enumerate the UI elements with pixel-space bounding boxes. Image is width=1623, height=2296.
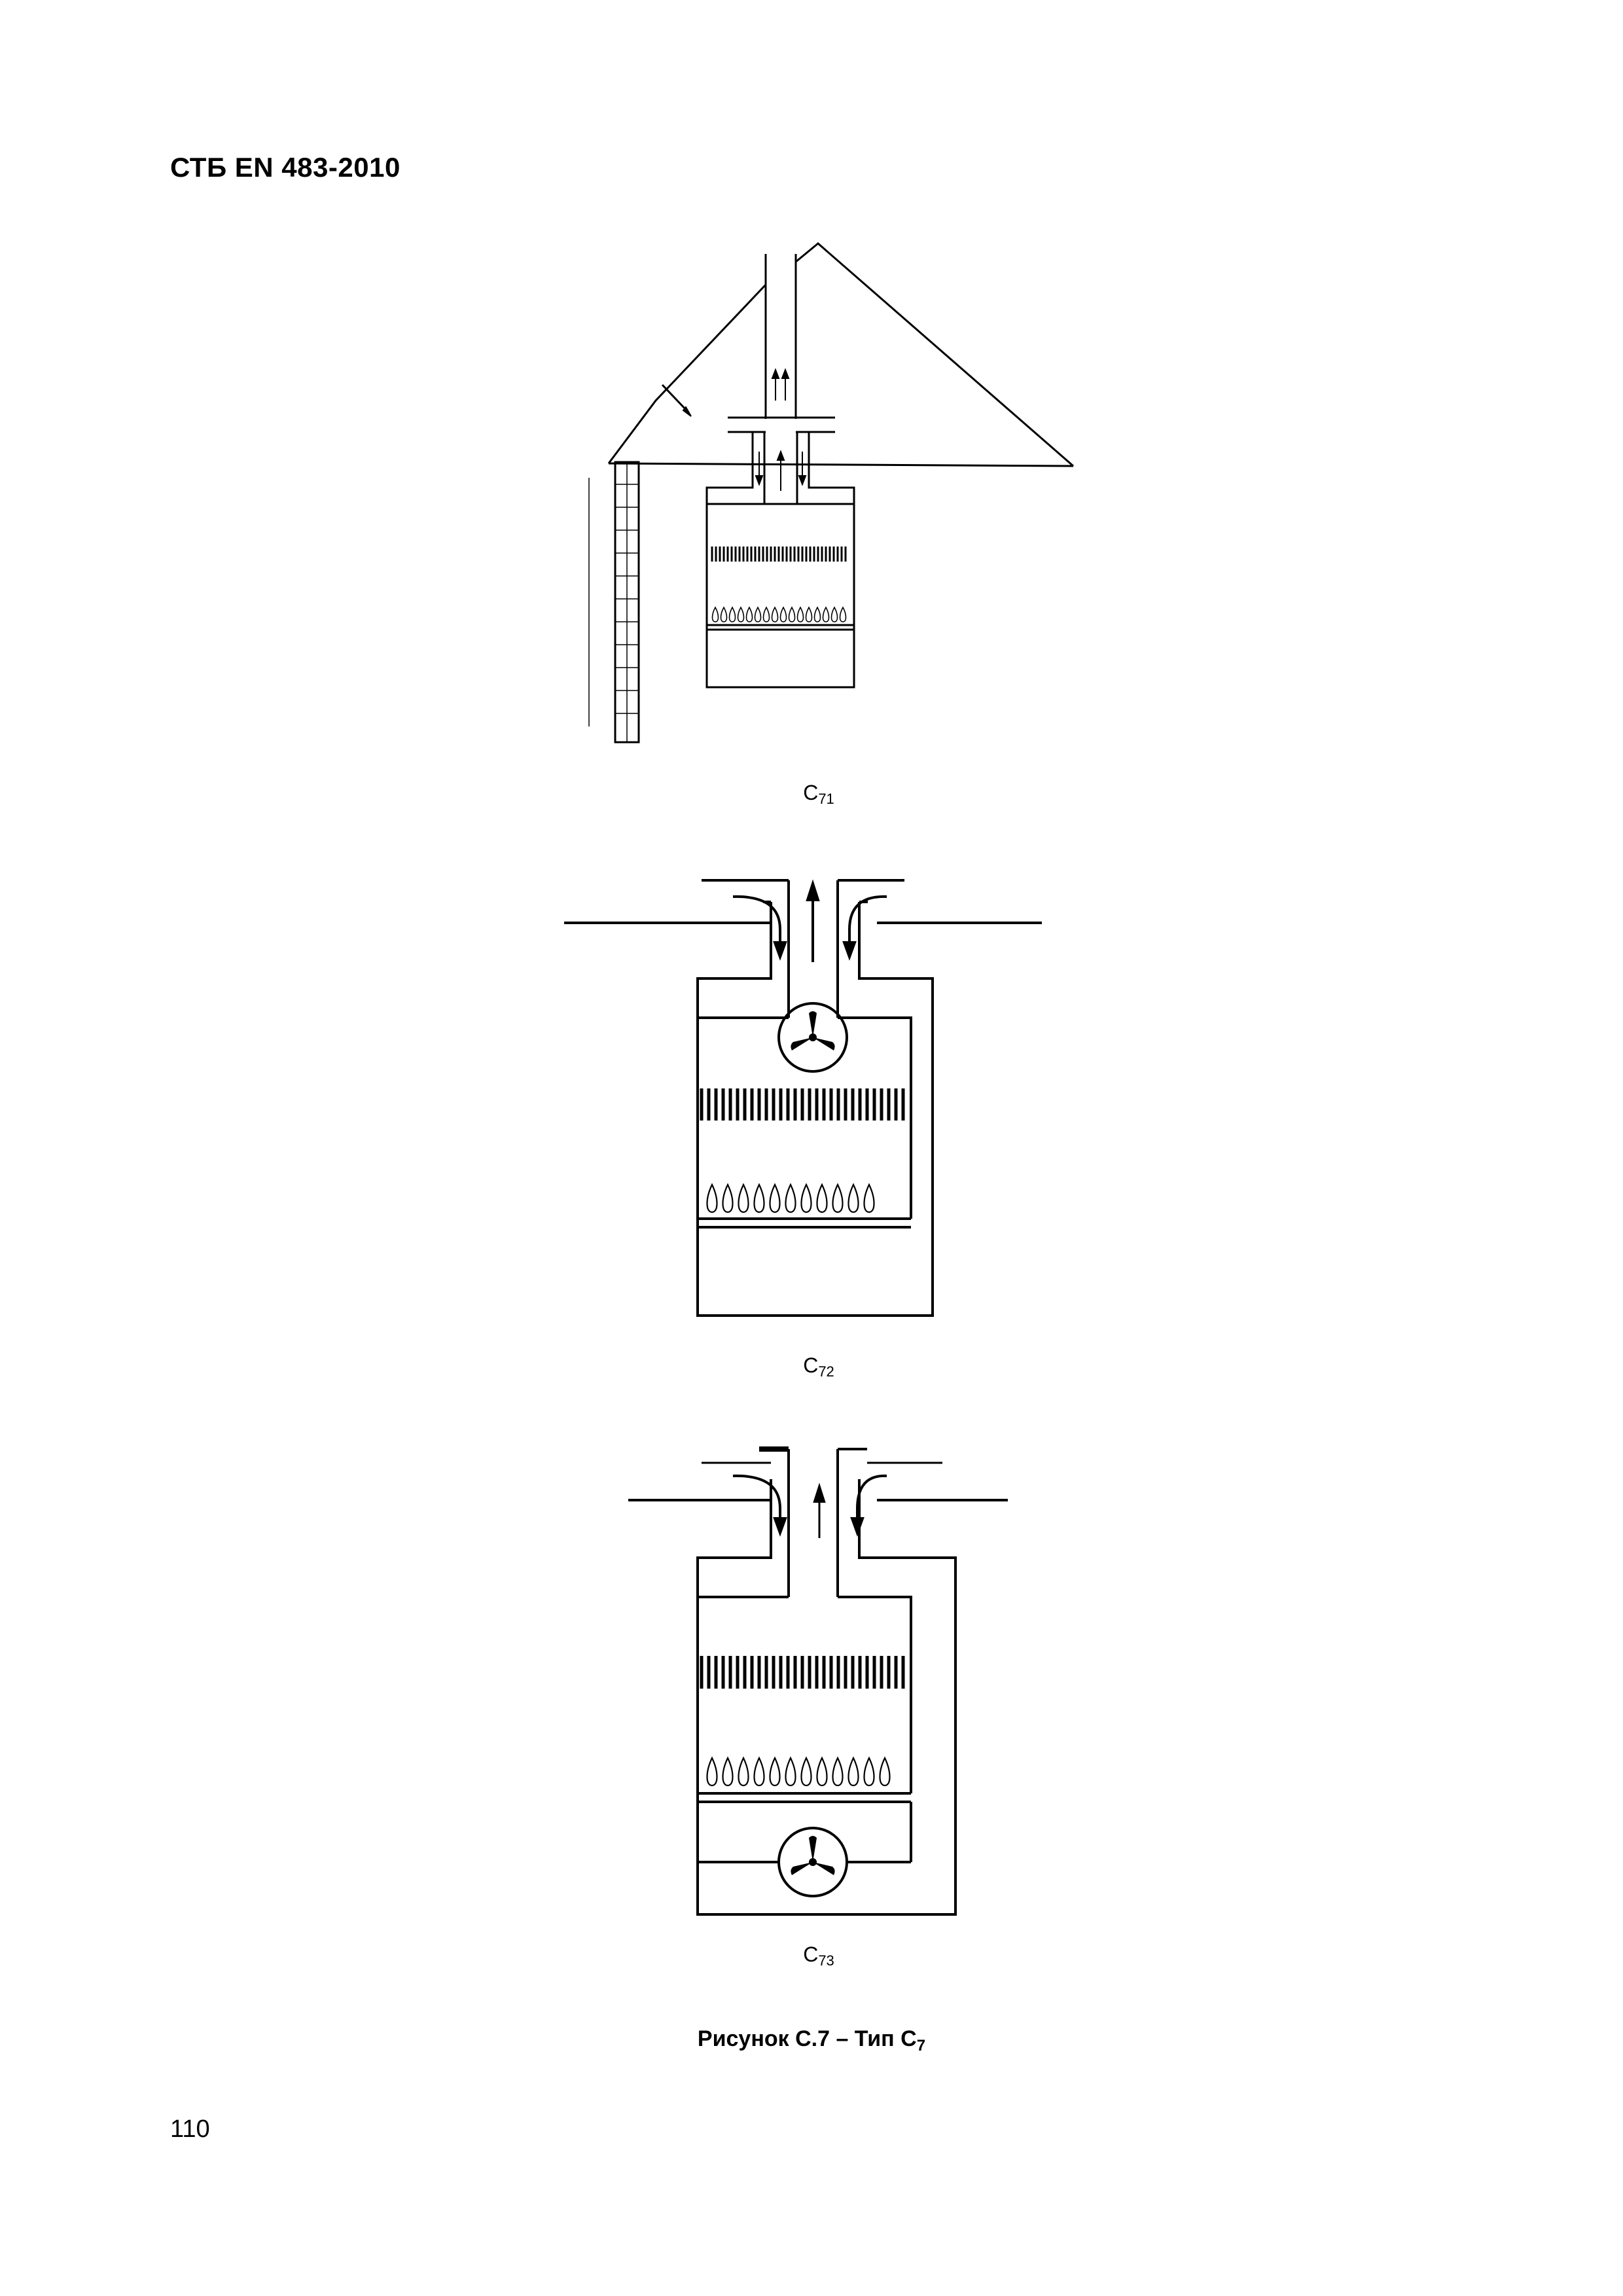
figure-c73-label: C73 bbox=[803, 1943, 834, 1969]
figure-caption: Рисунок С.7 – Тип С7 bbox=[697, 2026, 926, 2054]
page-number: 110 bbox=[170, 2115, 210, 2143]
figure-c72-label: C72 bbox=[803, 1354, 834, 1380]
figure-c71-label: C71 bbox=[803, 781, 834, 807]
document-header: СТБ EN 483-2010 bbox=[170, 152, 401, 183]
